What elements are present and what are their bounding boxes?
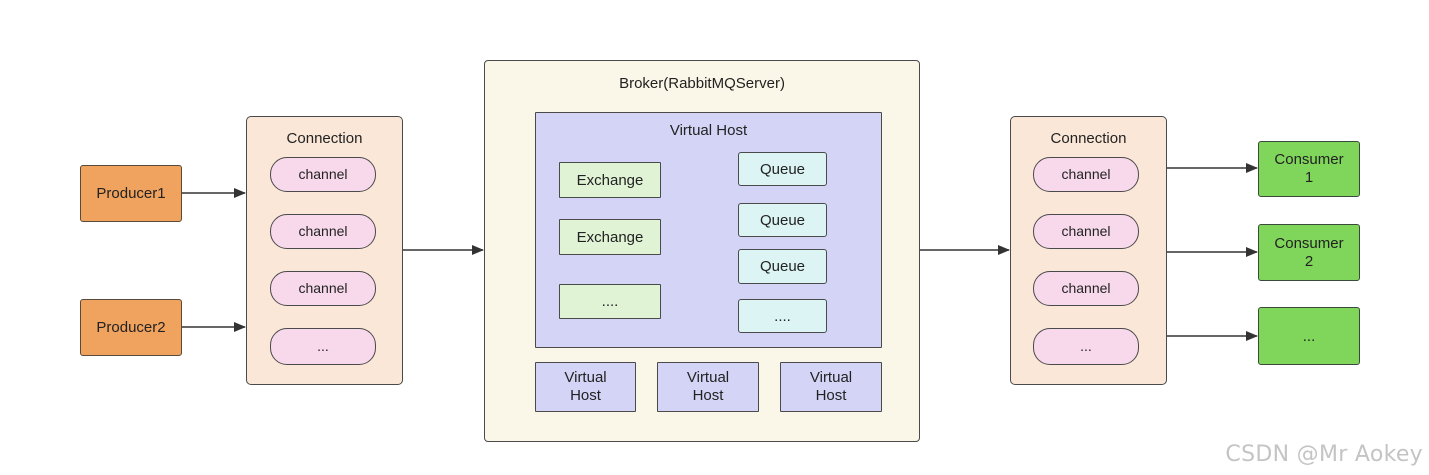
virtual-host-small-3: Virtual Host [780, 362, 882, 412]
consumer-2: Consumer 2 [1258, 224, 1360, 281]
queue-1: Queue [738, 152, 827, 186]
exchange-label: Exchange [576, 171, 644, 189]
left-channel-4: ... [270, 328, 376, 365]
watermark-text: CSDN @Mr Aokey [1225, 442, 1423, 467]
exchange-more: .... [559, 284, 661, 319]
queue-2: Queue [738, 203, 827, 237]
right-channel-1: channel [1033, 157, 1139, 192]
broker-title: Broker(RabbitMQServer) [619, 75, 785, 92]
virtual-host-title: Virtual Host [669, 122, 748, 139]
left-channel-3: channel [270, 271, 376, 306]
right-channel-4: ... [1033, 328, 1139, 365]
right-connection-title: Connection [1050, 130, 1127, 147]
producer-2-label: Producer2 [96, 319, 166, 336]
left-channel-2: channel [270, 214, 376, 249]
right-channel-3: channel [1033, 271, 1139, 306]
channel-label: ... [317, 338, 329, 354]
consumer-more-label: ... [1302, 327, 1316, 345]
exchange-2: Exchange [559, 219, 661, 255]
queue-3: Queue [738, 249, 827, 284]
left-connection-title: Connection [286, 130, 363, 147]
consumer-1: Consumer 1 [1258, 141, 1360, 197]
producer-1: Producer1 [80, 165, 182, 222]
channel-label: channel [298, 280, 348, 296]
channel-label: channel [298, 223, 348, 239]
queue-label: Queue [759, 160, 806, 178]
channel-label: channel [1061, 166, 1111, 182]
queue-label: .... [774, 307, 791, 325]
left-channel-1: channel [270, 157, 376, 192]
queue-label: Queue [759, 258, 806, 275]
virtual-host-small-2: Virtual Host [657, 362, 759, 412]
queue-more: .... [738, 299, 827, 333]
producer-2: Producer2 [80, 299, 182, 356]
channel-label: channel [1061, 280, 1111, 296]
producer-1-label: Producer1 [96, 185, 166, 202]
exchange-label: Exchange [576, 228, 644, 246]
consumer-2-label: Consumer 2 [1274, 234, 1344, 270]
virtual-host-label: Virtual Host [686, 369, 730, 404]
exchange-label: .... [601, 293, 619, 310]
right-channel-2: channel [1033, 214, 1139, 249]
channel-label: channel [1061, 223, 1111, 239]
exchange-1: Exchange [559, 162, 661, 198]
virtual-host-small-1: Virtual Host [535, 362, 636, 412]
consumer-1-label: Consumer 1 [1274, 151, 1344, 186]
channel-label: ... [1080, 338, 1092, 354]
channel-label: channel [298, 166, 348, 182]
virtual-host-label: Virtual Host [809, 369, 853, 404]
virtual-host-label: Virtual Host [564, 369, 607, 404]
consumer-more: ... [1258, 307, 1360, 365]
queue-label: Queue [759, 211, 806, 229]
